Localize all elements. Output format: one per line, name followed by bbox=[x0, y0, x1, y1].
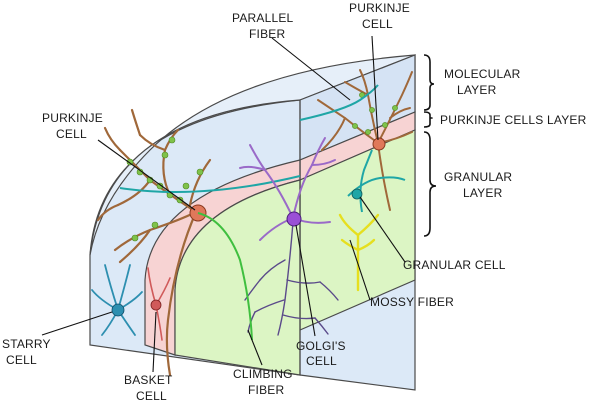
label-basket-cell-1: BASKET bbox=[124, 373, 173, 387]
label-purkinje-left-2: CELL bbox=[56, 127, 87, 141]
label-purkinje-left-1: PURKINJE bbox=[42, 111, 103, 125]
label-purkinje-top-2: CELL bbox=[362, 17, 393, 31]
label-climbing-fiber-1: CLIMBING bbox=[233, 367, 293, 381]
purkinje-soma-right bbox=[372, 137, 386, 151]
label-parallel-fiber-2: FIBER bbox=[249, 27, 285, 41]
mossy-fiber bbox=[338, 213, 380, 292]
granular-cell-soma bbox=[351, 188, 363, 200]
layer-brackets bbox=[423, 54, 437, 237]
basket-soma bbox=[150, 299, 162, 311]
label-granular-cell: GRANULAR CELL bbox=[403, 258, 506, 272]
golgi-cell bbox=[239, 137, 336, 241]
purkinje-spines-right bbox=[352, 92, 398, 135]
purkinje-spines-left bbox=[126, 136, 204, 242]
label-golgis-cell-1: GOLGI'S bbox=[296, 339, 346, 353]
label-starry-cell-2: CELL bbox=[6, 353, 37, 367]
golgi-axon-plexus bbox=[244, 221, 339, 336]
purkinje-cell-left bbox=[96, 108, 212, 377]
label-granular-layer-2: LAYER bbox=[463, 186, 503, 200]
label-climbing-fiber-2: FIBER bbox=[248, 383, 284, 397]
label-molecular-layer-2: LAYER bbox=[457, 83, 497, 97]
label-mossy-fiber: MOSSY FIBER bbox=[370, 295, 454, 309]
starry-soma bbox=[111, 303, 125, 317]
golgi-soma bbox=[286, 211, 302, 227]
climbing-fiber bbox=[197, 212, 253, 341]
parallel-fibers bbox=[119, 84, 406, 213]
label-granular-layer-1: GRANULAR bbox=[444, 170, 512, 184]
label-purkinje-top-1: PURKINJE bbox=[349, 1, 410, 15]
granular-layer-region bbox=[174, 179, 301, 376]
leader-lines bbox=[41, 35, 406, 373]
label-basket-cell-2: CELL bbox=[136, 389, 167, 403]
label-purkinje-cells-layer: PURKINJE CELLS LAYER bbox=[440, 113, 587, 127]
label-starry-cell-1: STARRY bbox=[2, 337, 51, 351]
label-parallel-fiber-1: PARALLEL bbox=[232, 11, 294, 25]
label-molecular-layer-1: MOLECULAR bbox=[444, 67, 521, 81]
label-golgis-cell-2: CELL bbox=[306, 354, 337, 368]
